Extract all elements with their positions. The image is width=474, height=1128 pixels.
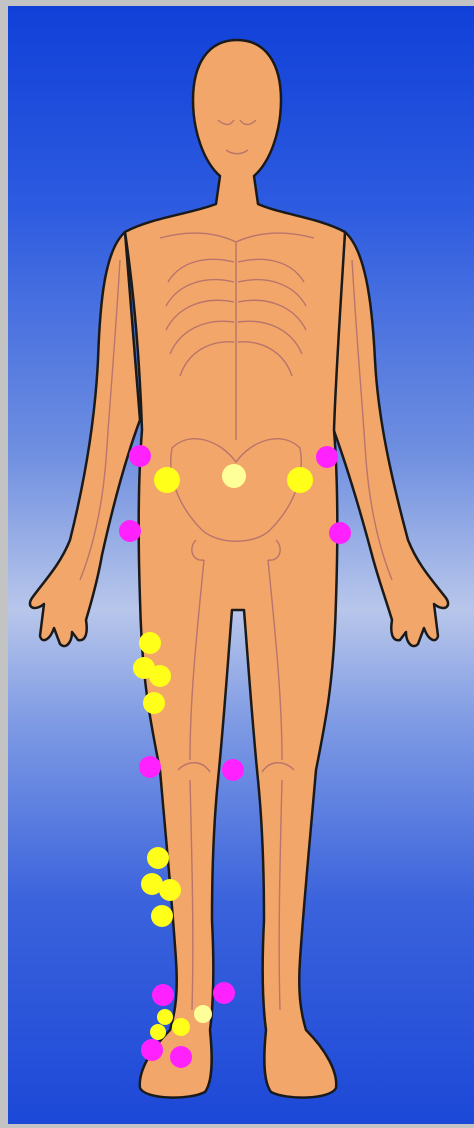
magenta-marker-left-ankle-inner [213, 982, 235, 1004]
yellow-marker-left-thigh [149, 665, 171, 687]
yellow-marker-left-thigh [143, 692, 165, 714]
magenta-marker-left-knee-inner [222, 759, 244, 781]
torso-and-legs [125, 40, 345, 1098]
magenta-marker-left-knee-outer [139, 756, 161, 778]
pale-yellow-marker-pelvis-center [222, 464, 246, 488]
yellow-marker-left-shin [151, 905, 173, 927]
yellow-marker-left-shin [147, 847, 169, 869]
pale-yellow-marker-left-foot [194, 1005, 212, 1023]
left-arm [30, 232, 140, 646]
yellow-marker-left-foot [172, 1018, 190, 1036]
yellow-marker-left-thigh [139, 632, 161, 654]
magenta-marker-left-foot [141, 1039, 163, 1061]
magenta-marker-left-hip-lower [119, 520, 141, 542]
magenta-marker-left-foot [170, 1046, 192, 1068]
yellow-marker-left-foot [157, 1009, 173, 1025]
yellow-marker-left-hip [154, 467, 180, 493]
magenta-marker-right-hip-lower [329, 522, 351, 544]
magenta-marker-left-ankle-outer [152, 984, 174, 1006]
magenta-marker-left-hip-upper [129, 445, 151, 467]
magenta-marker-right-hip-upper [316, 446, 338, 468]
right-arm [330, 232, 448, 646]
yellow-marker-left-shin [159, 879, 181, 901]
yellow-marker-right-hip [287, 467, 313, 493]
body-silhouette [30, 40, 448, 1098]
yellow-marker-left-foot [150, 1024, 166, 1040]
